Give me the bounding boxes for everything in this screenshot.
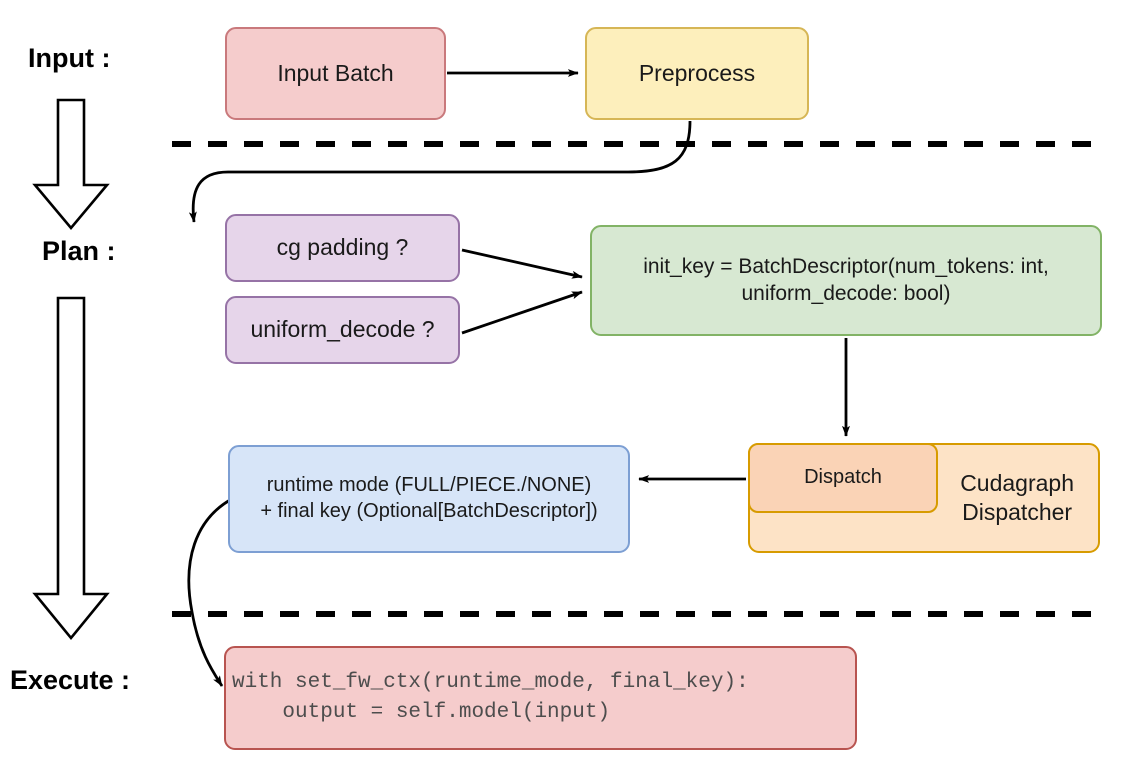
- node-input-batch[interactable]: Input Batch: [225, 27, 446, 120]
- node-preprocess[interactable]: Preprocess: [585, 27, 809, 120]
- cg-padding-to-init-key: [461, 248, 583, 279]
- plan-to-execute-block-arrow: [32, 296, 110, 641]
- node-runtime-mode-label: runtime mode (FULL/PIECE./NONE) + final …: [260, 474, 598, 522]
- preprocess-to-cg-padding: [188, 120, 692, 223]
- stage-label-plan: Plan :: [42, 236, 116, 266]
- runtime-mode-to-code-block: [187, 498, 231, 687]
- uniform-decode-to-init-key: [461, 290, 583, 335]
- node-preprocess-label: Preprocess: [638, 59, 756, 86]
- node-input-batch-label: Input Batch: [277, 59, 394, 86]
- input-to-plan-block-arrow: [32, 98, 110, 231]
- node-dispatch-label: Dispatch: [804, 466, 882, 489]
- node-code-block-text: with set_fw_ctx(runtime_mode, final_key)…: [232, 670, 749, 724]
- node-code-block[interactable]: with set_fw_ctx(runtime_mode, final_key)…: [224, 646, 857, 750]
- node-cg-padding-label: cg padding ?: [276, 234, 409, 261]
- node-cg-padding[interactable]: cg padding ?: [225, 214, 460, 282]
- node-init-key[interactable]: init_key = BatchDescriptor(num_tokens: i…: [590, 225, 1102, 336]
- node-cudagraph-dispatcher-label: Cudagraph Dispatcher: [960, 469, 1074, 525]
- node-runtime-mode[interactable]: runtime mode (FULL/PIECE./NONE) + final …: [228, 445, 630, 553]
- node-uniform-decode[interactable]: uniform_decode ?: [225, 296, 460, 364]
- node-dispatch[interactable]: Dispatch: [748, 443, 938, 513]
- node-init-key-label: init_key = BatchDescriptor(num_tokens: i…: [643, 254, 1049, 305]
- stage-label-execute: Execute :: [10, 665, 131, 695]
- stage-label-input: Input :: [28, 43, 111, 73]
- node-uniform-decode-label: uniform_decode ?: [250, 316, 435, 343]
